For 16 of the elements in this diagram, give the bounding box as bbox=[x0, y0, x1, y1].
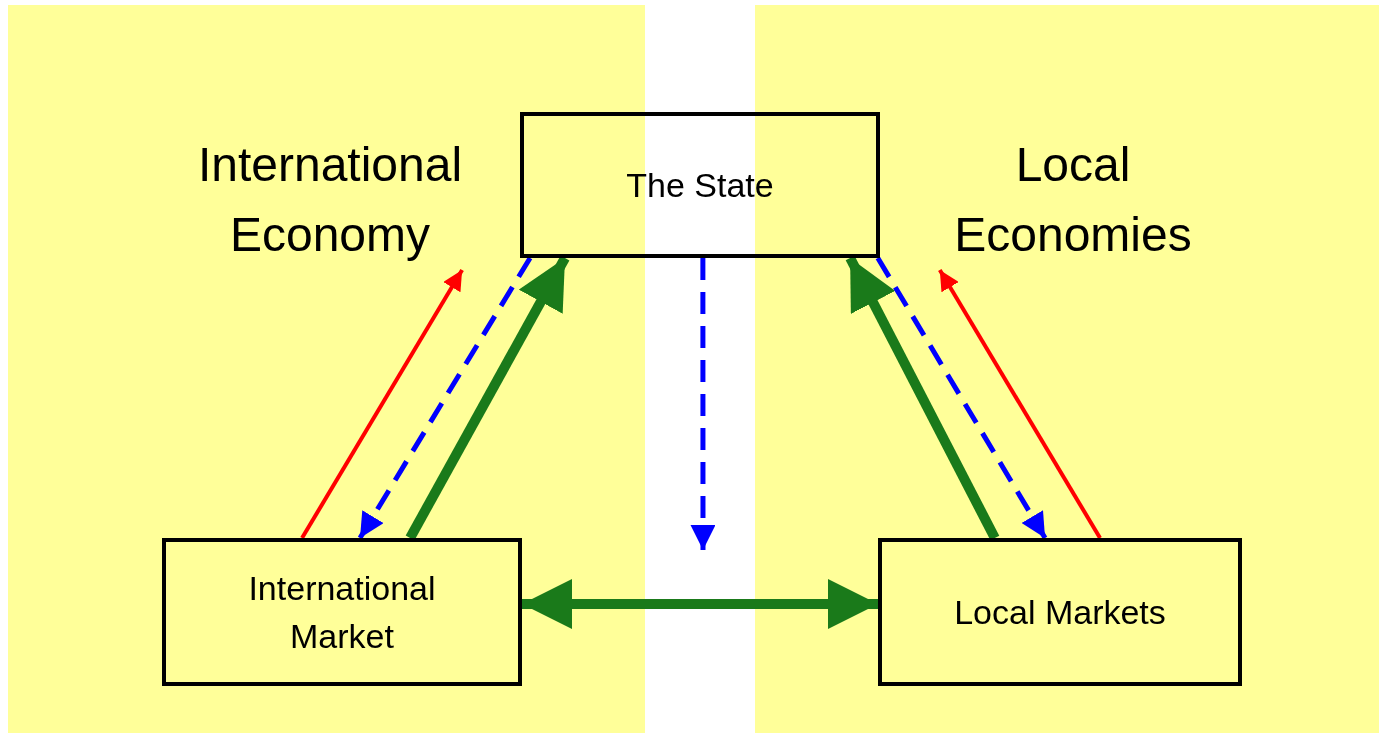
arrow bbox=[522, 579, 878, 629]
text-box bbox=[162, 538, 522, 686]
arrow bbox=[405, 255, 570, 541]
text-box bbox=[520, 112, 880, 258]
box-label: Local Markets bbox=[953, 592, 1167, 633]
box-label: International Market bbox=[247, 568, 437, 657]
arrow bbox=[690, 258, 716, 550]
arrow bbox=[938, 268, 1102, 540]
box-label: The State bbox=[625, 165, 775, 206]
region-title: Local Economies bbox=[893, 130, 1253, 270]
arrow bbox=[875, 256, 1048, 540]
arrow bbox=[357, 256, 533, 540]
text-box bbox=[878, 538, 1242, 686]
arrow bbox=[845, 255, 1000, 541]
arrow bbox=[300, 268, 464, 540]
region-title: International Economy bbox=[150, 130, 510, 270]
